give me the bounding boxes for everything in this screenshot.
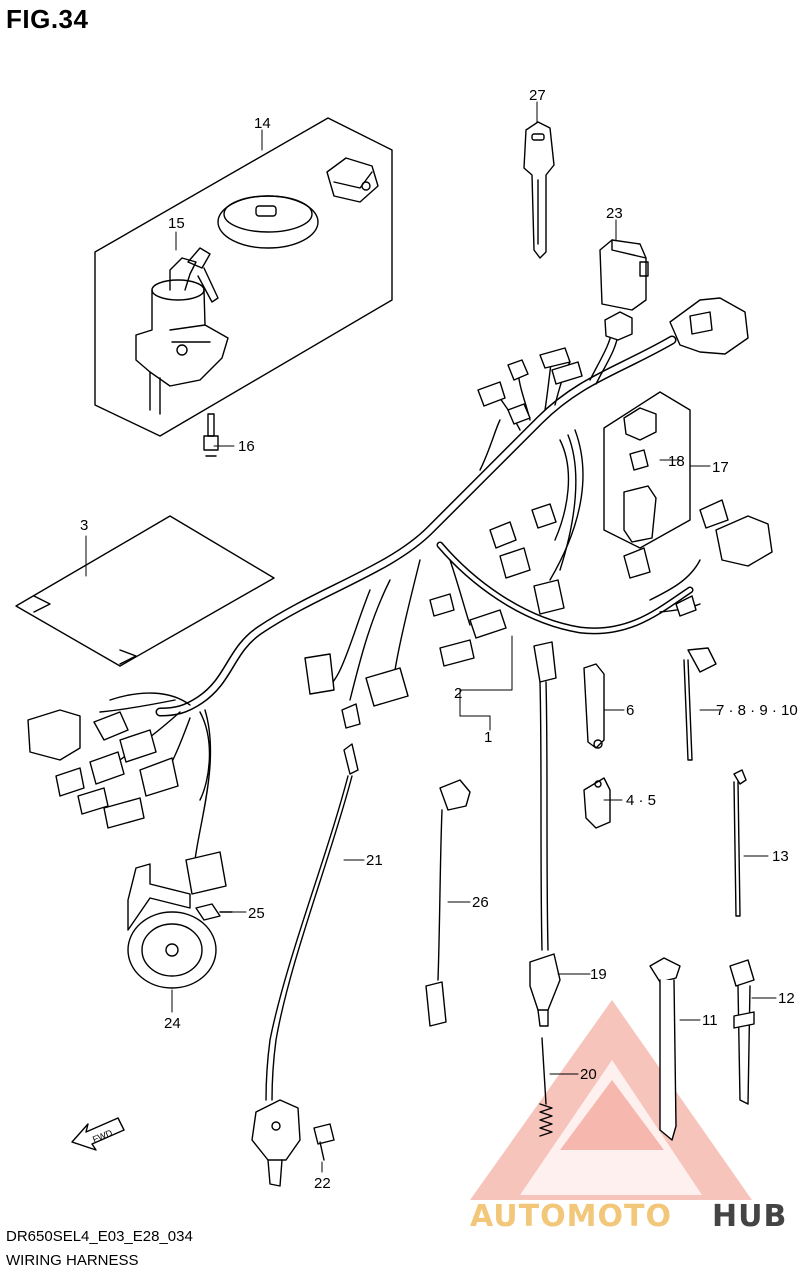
callout-23: 23 bbox=[606, 205, 623, 222]
callout-4-5: 4 · 5 bbox=[626, 792, 656, 809]
callout-2: 2 bbox=[454, 685, 462, 702]
callout-22: 22 bbox=[314, 1175, 331, 1192]
relay-icon bbox=[599, 239, 649, 311]
wiring-harness-main bbox=[99, 329, 701, 861]
watermark-text: AUTOMOTO HUB bbox=[470, 1199, 787, 1234]
watermark-part1: AUTOMOTO bbox=[470, 1199, 672, 1234]
callout-16: 16 bbox=[238, 438, 255, 455]
clamp-6-icon bbox=[583, 663, 605, 749]
callout-7-8-9-10: 7 · 8 · 9 · 10 bbox=[716, 702, 798, 719]
figure-title: FIG.34 bbox=[6, 4, 89, 34]
callout-3: 3 bbox=[80, 517, 88, 534]
callout-12: 12 bbox=[778, 990, 795, 1007]
callout-15: 15 bbox=[168, 215, 185, 232]
switch-22-icon bbox=[251, 1099, 335, 1187]
footer-name: WIRING HARNESS bbox=[6, 1252, 139, 1269]
clamp-4-5-icon bbox=[583, 777, 611, 829]
callout-24: 24 bbox=[164, 1015, 181, 1032]
callout-27: 27 bbox=[529, 87, 546, 104]
ignition-switch-icon bbox=[135, 247, 229, 415]
callout-19: 19 bbox=[590, 966, 607, 983]
callout-13: 13 bbox=[772, 848, 789, 865]
callout-21: 21 bbox=[366, 852, 383, 869]
bolt-16-icon bbox=[203, 413, 219, 457]
key-blank-icon bbox=[523, 121, 555, 259]
fuel-cap-icon bbox=[217, 195, 319, 249]
watermark-part2: HUB bbox=[712, 1199, 787, 1234]
footer-code: DR650SEL4_E03_E28_034 bbox=[6, 1228, 193, 1245]
harness-connectors bbox=[27, 297, 773, 895]
callout-20: 20 bbox=[580, 1066, 597, 1083]
callout-6: 6 bbox=[626, 702, 634, 719]
callout-labels: 14 15 16 27 23 18 17 3 2 1 6 7 · 8 · 9 ·… bbox=[80, 87, 798, 1192]
leader-lines bbox=[85, 101, 777, 1173]
fuse-holder-icon bbox=[623, 407, 657, 543]
callout-11: 11 bbox=[702, 1012, 718, 1029]
lead-21-icon bbox=[265, 743, 359, 1101]
band-13-icon bbox=[733, 769, 747, 917]
fuse-box-frame bbox=[603, 391, 691, 549]
spring-20-icon bbox=[539, 1037, 553, 1137]
callout-18: 18 bbox=[668, 453, 685, 470]
callout-1: 1 bbox=[484, 729, 492, 746]
sensor-26-icon bbox=[425, 779, 471, 1027]
callout-17: 17 bbox=[712, 459, 729, 476]
seat-lock-icon bbox=[326, 157, 379, 203]
band-11-icon bbox=[649, 957, 681, 1141]
fwd-arrow-icon: FWD bbox=[71, 1117, 125, 1151]
ignition-kit-box bbox=[94, 117, 393, 437]
callout-26: 26 bbox=[472, 894, 489, 911]
bolt-25-icon bbox=[195, 903, 233, 921]
callout-25: 25 bbox=[248, 905, 265, 922]
callout-14: 14 bbox=[254, 115, 271, 132]
watermark-logo bbox=[470, 1000, 752, 1200]
switch-19-icon bbox=[529, 641, 561, 1027]
tie-7-10-icon bbox=[683, 647, 717, 761]
horn-icon bbox=[127, 863, 217, 989]
band-12-icon bbox=[729, 959, 755, 1105]
label-sheet-icon bbox=[15, 515, 275, 667]
